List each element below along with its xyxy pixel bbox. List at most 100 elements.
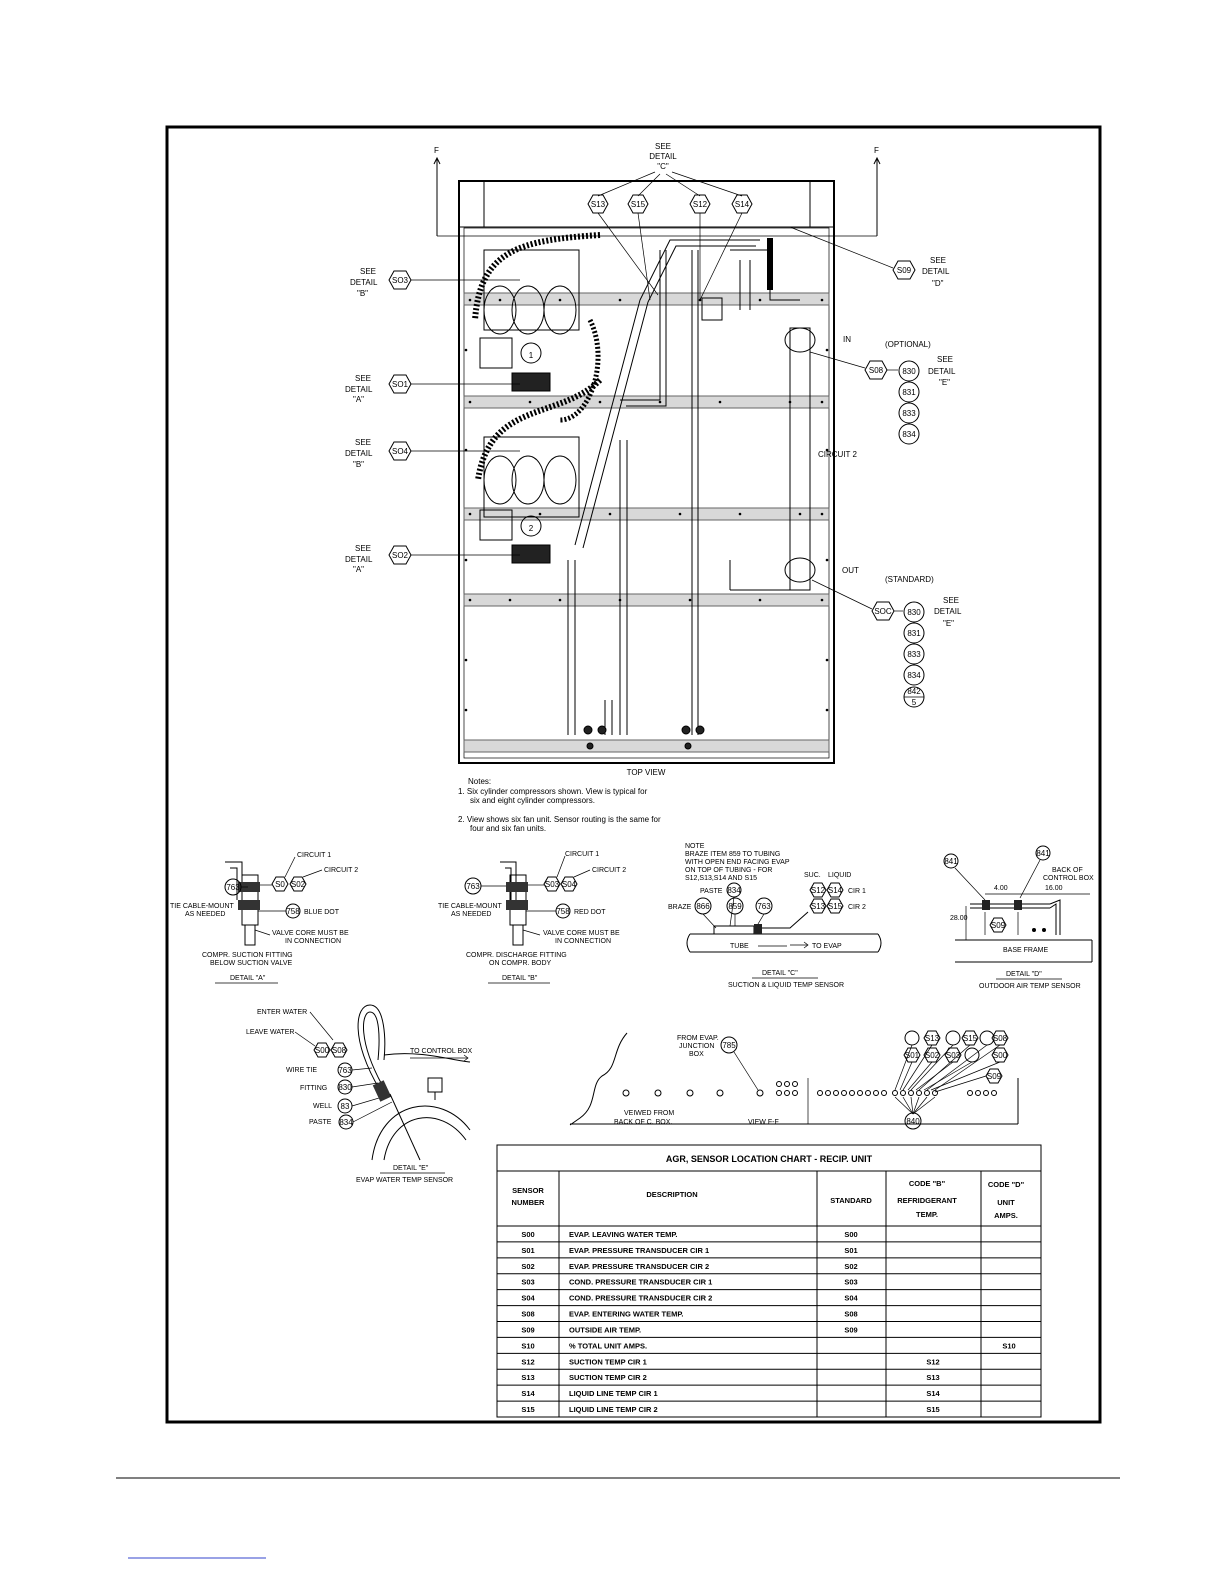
tag-s14: S14 xyxy=(731,194,753,214)
detail-a-circuit1: CIRCUIT 1 xyxy=(297,852,331,859)
see-detail-c-line2: DETAIL xyxy=(649,152,677,161)
detail-b-caption: DETAIL "B" xyxy=(502,975,538,982)
detail-a-tie2: AS NEEDED xyxy=(185,911,225,918)
detail-b-fit1: COMPR. DISCHARGE FITTING xyxy=(466,952,567,959)
cell-sensor-number: S03 xyxy=(521,1278,534,1287)
see-detail-c-line3: "C" xyxy=(657,162,669,171)
detail-e: ENTER WATER LEAVE WATER S00 S08 TO CONTR… xyxy=(246,1004,473,1184)
detail-a-dot: BLUE DOT xyxy=(304,909,340,916)
svg-text:758: 758 xyxy=(286,907,300,916)
see-detail-a-1a: SEE xyxy=(355,374,371,383)
tag-so4: SO4 xyxy=(388,441,412,461)
th-sensor-1: SENSOR xyxy=(512,1186,544,1195)
svg-text:833: 833 xyxy=(902,409,916,418)
th-standard: STANDARD xyxy=(830,1196,872,1205)
svg-text:SOC: SOC xyxy=(874,607,892,616)
svg-text:831: 831 xyxy=(902,388,916,397)
th-sensor-2: NUMBER xyxy=(512,1198,545,1207)
detail-c-subcaption: SUCTION & LIQUID TEMP SENSOR xyxy=(728,982,844,989)
see-detail-b-1c: "B" xyxy=(357,289,368,298)
view-ff-from2: JUNCTION xyxy=(679,1043,714,1050)
cell-sensor-number: S15 xyxy=(521,1405,534,1414)
detail-e-paste: PASTE xyxy=(309,1119,332,1126)
cell-description: SUCTION TEMP CIR 2 xyxy=(569,1373,647,1382)
tag-s13: S13 xyxy=(587,194,609,214)
svg-text:S0: S0 xyxy=(275,880,285,889)
svg-text:S00: S00 xyxy=(993,1051,1008,1060)
svg-text:SO3: SO3 xyxy=(392,276,409,285)
detail-d-back2: CONTROL BOX xyxy=(1043,875,1094,882)
svg-text:834: 834 xyxy=(727,886,741,895)
view-ff-from1: FROM EVAP. xyxy=(677,1035,719,1042)
see-detail-b-2b: DETAIL xyxy=(345,449,373,458)
see-detail-a-2a: SEE xyxy=(355,544,371,553)
compressor-2: 2 xyxy=(479,436,580,564)
detail-c-tube: TUBE xyxy=(730,943,749,950)
cell-standard: S08 xyxy=(844,1310,857,1319)
svg-text:S04: S04 xyxy=(562,880,577,889)
cell-code-b: S12 xyxy=(926,1357,939,1366)
in-label: IN xyxy=(843,335,851,344)
svg-text:S14: S14 xyxy=(828,886,843,895)
tag-s12: S12 xyxy=(689,194,711,214)
see-detail-e-2a: SEE xyxy=(943,596,959,605)
tag-s09: S09 xyxy=(892,260,916,280)
cell-standard: S03 xyxy=(844,1278,857,1287)
circuit-2-label: CIRCUIT 2 xyxy=(818,450,858,459)
detail-e-wire-tie: WIRE TIE xyxy=(286,1067,317,1074)
tag-s00: SOC xyxy=(871,601,895,621)
note-2a: 2. View shows six fan unit. Sensor routi… xyxy=(458,815,661,824)
th-description: DESCRIPTION xyxy=(646,1190,697,1199)
tag-s08: S08 xyxy=(864,360,888,380)
drawing-frame xyxy=(165,125,1102,1424)
see-detail-a-2c: "A" xyxy=(353,565,364,574)
cell-sensor-number: S08 xyxy=(521,1310,534,1319)
svg-text:785: 785 xyxy=(722,1041,736,1050)
cell-description: EVAP. LEAVING WATER TEMP. xyxy=(569,1230,678,1239)
detail-b-circuit2: CIRCUIT 2 xyxy=(592,867,626,874)
table-title: AGR, SENSOR LOCATION CHART - RECIP. UNIT xyxy=(666,1154,873,1164)
top-view: F F xyxy=(345,142,962,777)
see-detail-d-3: "D" xyxy=(932,279,944,288)
detail-d-caption: DETAIL "D" xyxy=(1006,971,1042,978)
cell-standard: S02 xyxy=(844,1262,857,1271)
detail-b-valve1: VALVE CORE MUST BE xyxy=(543,930,620,937)
svg-text:840: 840 xyxy=(906,1117,920,1126)
cell-description: EVAP. PRESSURE TRANSDUCER CIR 2 xyxy=(569,1262,709,1271)
th-coded-2: UNIT xyxy=(997,1198,1015,1207)
standard-label: (STANDARD) xyxy=(885,575,934,584)
cell-sensor-number: S12 xyxy=(521,1357,534,1366)
cell-description: COND. PRESSURE TRANSDUCER CIR 2 xyxy=(569,1294,712,1303)
detail-b-circuit1: CIRCUIT 1 xyxy=(565,851,599,858)
cell-code-b: S15 xyxy=(926,1405,939,1414)
optional-label: (OPTIONAL) xyxy=(885,340,931,349)
compressor-1-number: 1 xyxy=(529,351,534,360)
detail-d-dim-c: 28.00 xyxy=(950,915,968,922)
see-detail-e-2b: DETAIL xyxy=(934,607,962,616)
detail-b-fit2: ON COMPR. BODY xyxy=(489,960,552,967)
svg-text:S14: S14 xyxy=(735,200,750,209)
svg-text:S15: S15 xyxy=(828,902,843,911)
see-detail-c-line1: SEE xyxy=(655,142,671,151)
detail-b-valve2: IN CONNECTION xyxy=(555,938,611,945)
svg-text:SO1: SO1 xyxy=(392,380,409,389)
detail-a: 763 S0 S02 CIRCUIT 1 CIRCUIT 2 TIE CABLE… xyxy=(170,852,358,984)
see-detail-e-2c: "E" xyxy=(943,619,954,628)
detail-e-leave: LEAVE WATER xyxy=(246,1029,295,1036)
notes: Notes: 1. Six cylinder compressors shown… xyxy=(458,777,661,833)
cell-sensor-number: S10 xyxy=(521,1341,534,1350)
svg-text:S09: S09 xyxy=(897,266,912,275)
svg-text:833: 833 xyxy=(907,650,921,659)
out-label: OUT xyxy=(842,566,859,575)
svg-text:S00: S00 xyxy=(315,1046,330,1055)
cell-code-b: S14 xyxy=(926,1389,940,1398)
in-items: 830 831 833 834 xyxy=(898,360,920,445)
see-detail-e-1b: DETAIL xyxy=(928,367,956,376)
detail-a-circuit2: CIRCUIT 2 xyxy=(324,867,358,874)
th-codeb-2: REFRIDGERANT xyxy=(897,1196,957,1205)
svg-text:S02: S02 xyxy=(291,880,306,889)
see-detail-b-1a: SEE xyxy=(360,267,376,276)
detail-a-tie1: TIE CABLE-MOUNT xyxy=(170,903,235,910)
detail-d-back1: BACK OF xyxy=(1052,867,1083,874)
